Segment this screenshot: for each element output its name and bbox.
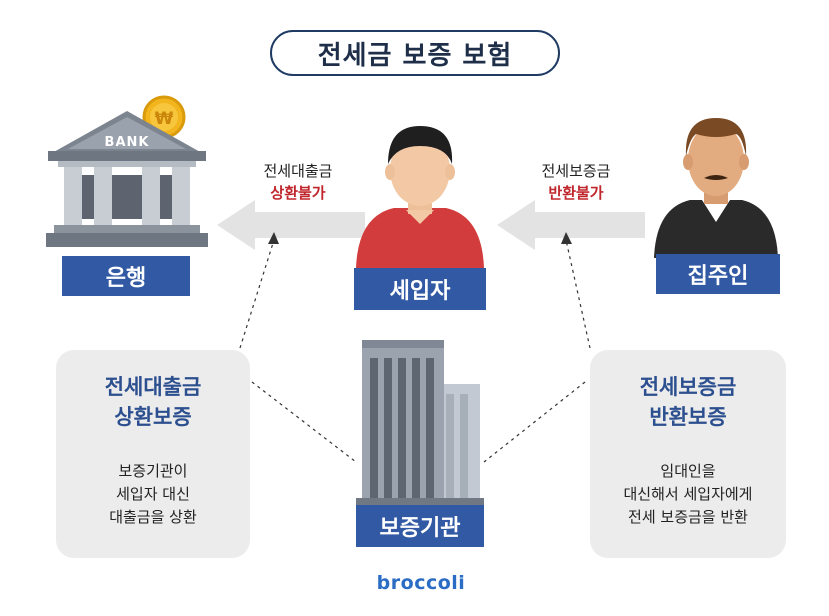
card-deposit-guarantee: 전세보증금 반환보증 임대인을 대신해서 세입자에게 전세 보증금을 반환 xyxy=(590,350,786,558)
landlord-label: 집주인 xyxy=(656,254,780,294)
card-loan-guarantee: 전세대출금 상환보증 보증기관이 세입자 대신 대출금을 상환 xyxy=(56,350,250,558)
arrow-left-text: 전세대출금 상환불가 xyxy=(238,160,358,204)
arrow-right-line2: 반환불가 xyxy=(548,184,604,202)
arrow-to-tenant xyxy=(497,200,645,250)
card-left-head-line2: 상환보증 xyxy=(114,405,192,429)
guarantor-building xyxy=(356,340,484,505)
card-right-head-line2: 반환보증 xyxy=(649,405,727,429)
tenant-label: 세입자 xyxy=(354,268,486,310)
card-left-head-line1: 전세대출금 xyxy=(104,375,202,399)
guarantor-label: 보증기관 xyxy=(356,505,484,547)
card-right-body-line1: 임대인을 xyxy=(660,462,716,480)
arrow-right-text: 전세보증금 반환불가 xyxy=(516,160,636,204)
card-left-body: 보증기관이 세입자 대신 대출금을 상환 xyxy=(56,460,250,529)
card-left-body-line2: 세입자 대신 xyxy=(116,485,190,503)
landlord-person xyxy=(652,110,780,258)
card-right-body-line3: 전세 보증금을 반환 xyxy=(628,508,748,526)
card-right-head-line1: 전세보증금 xyxy=(639,375,737,399)
broccoli-logo: broccoli xyxy=(376,572,466,594)
arrow-to-bank xyxy=(217,200,365,250)
arrow-left-line1: 전세대출금 xyxy=(263,162,333,180)
card-right-body: 임대인을 대신해서 세입자에게 전세 보증금을 반환 xyxy=(590,460,786,529)
bank-sign: BANK xyxy=(104,135,150,150)
card-right-body-line2: 대신해서 세입자에게 xyxy=(623,485,753,503)
bank-label: 은행 xyxy=(62,256,190,296)
card-right-heading: 전세보증금 반환보증 xyxy=(590,372,786,432)
card-left-body-line3: 대출금을 상환 xyxy=(109,508,197,526)
diagram-title: 전세금 보증 보험 xyxy=(270,30,560,76)
card-left-body-line1: 보증기관이 xyxy=(118,462,188,480)
bank-building: ₩ BANK xyxy=(42,95,212,255)
svg-text:₩: ₩ xyxy=(155,109,174,129)
arrow-left-line2: 상환불가 xyxy=(270,184,326,202)
tenant-person xyxy=(352,112,488,268)
card-left-heading: 전세대출금 상환보증 xyxy=(56,372,250,432)
arrow-right-line1: 전세보증금 xyxy=(541,162,611,180)
